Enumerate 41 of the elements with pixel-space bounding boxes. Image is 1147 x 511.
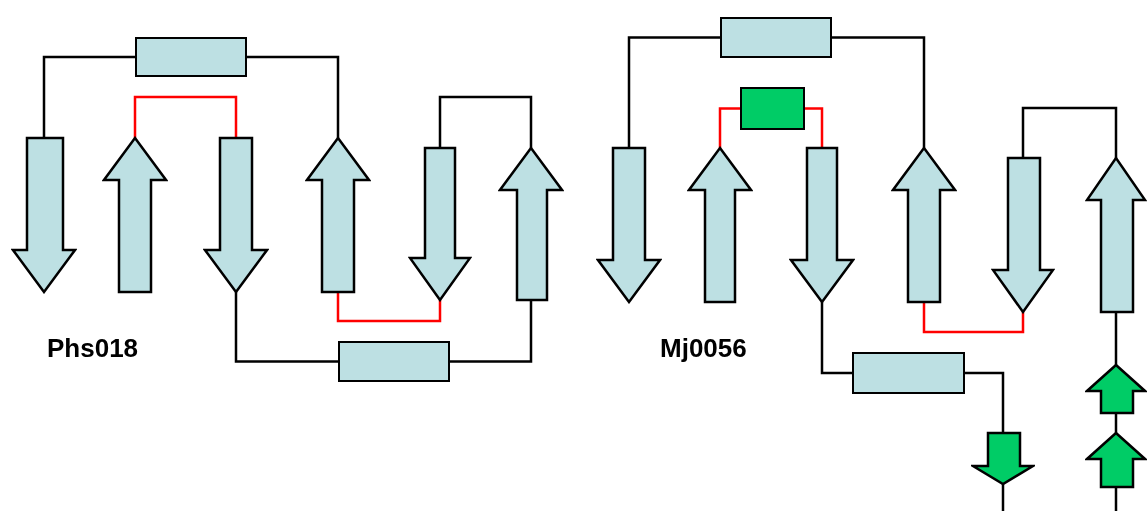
connector-line <box>42 55 135 138</box>
connector-line <box>247 55 340 138</box>
protein-name: Phs018 <box>47 333 139 364</box>
connector-line <box>234 292 338 363</box>
beta-strand <box>891 146 957 304</box>
connector-line <box>1114 312 1118 365</box>
bridge-line <box>336 292 442 323</box>
connector-line <box>438 95 533 148</box>
connector-line <box>1021 106 1118 158</box>
beta-strand <box>687 146 753 304</box>
helix-box <box>135 37 247 77</box>
connector-line <box>450 300 533 363</box>
beta-strand <box>305 136 371 294</box>
helix-box <box>852 352 965 394</box>
beta-strand <box>1085 363 1147 415</box>
connector-line <box>820 302 852 375</box>
protein-name: Mj0056 <box>660 333 747 364</box>
beta-strand <box>1085 431 1147 489</box>
bridge-line <box>922 302 1025 334</box>
beta-strand <box>203 136 269 294</box>
connector-line <box>1001 484 1005 511</box>
beta-strand <box>11 136 77 294</box>
bridge-line <box>718 107 740 148</box>
connector-line <box>627 36 720 148</box>
bridge-line <box>133 95 238 138</box>
beta-strand <box>498 146 564 302</box>
connector-line <box>832 36 926 148</box>
bridge-line <box>805 107 824 148</box>
beta-strand <box>596 146 662 304</box>
beta-strand <box>102 136 168 294</box>
connector-line <box>1114 413 1118 433</box>
connector-line <box>1114 487 1118 511</box>
beta-strand <box>971 431 1035 486</box>
helix-box <box>720 17 832 58</box>
beta-strand <box>1085 156 1147 314</box>
beta-strand <box>408 146 472 302</box>
beta-strand <box>789 146 855 304</box>
helix-box <box>338 341 450 382</box>
beta-strand <box>991 156 1055 314</box>
connector-line <box>965 371 1005 433</box>
helix-box <box>740 87 805 130</box>
